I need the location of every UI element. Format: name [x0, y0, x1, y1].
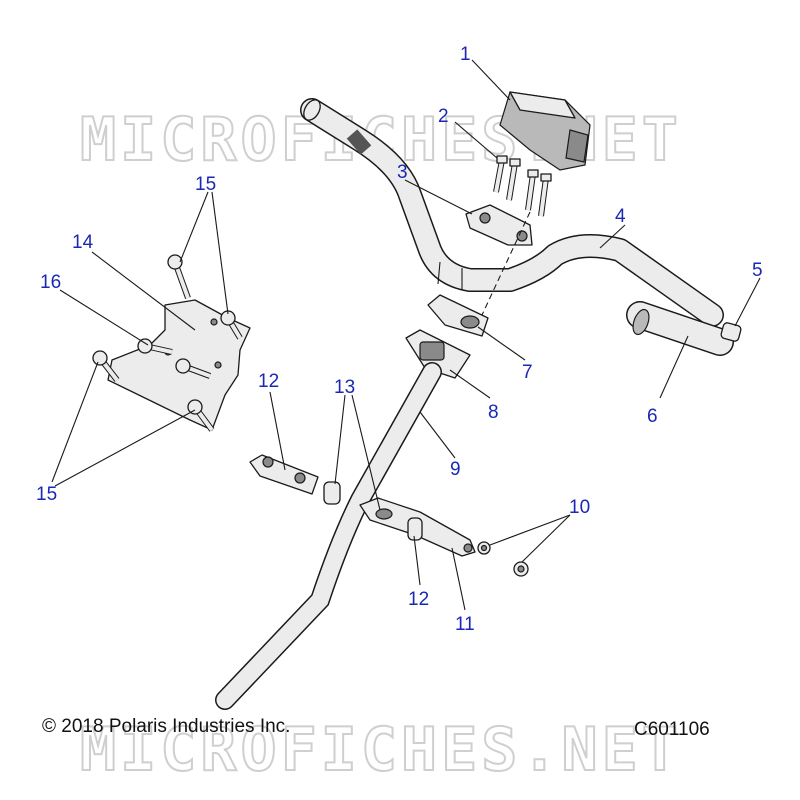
callout-10: 10: [569, 497, 590, 518]
callouts: 1 2 3 4 5 6 7 8 9 10 11 12 12 13 14 15 1…: [36, 44, 763, 635]
callout-2: 2: [438, 106, 449, 127]
riser: [427, 294, 489, 337]
callout-11: 11: [455, 614, 475, 635]
nuts: [477, 541, 529, 577]
callout-8: 8: [488, 402, 499, 423]
clamp-upper: [249, 454, 319, 495]
watermark-bottom: MICROFICHES.NET: [80, 715, 682, 785]
callout-5: 5: [752, 260, 763, 281]
clamp-cover: [499, 91, 591, 171]
spacer-lower: [407, 517, 423, 541]
clamp-block: [465, 204, 533, 246]
figure-id: C601106: [634, 719, 710, 740]
callout-15-upper: 15: [195, 174, 216, 195]
bushing: [323, 481, 341, 505]
callout-12-upper: 12: [258, 371, 279, 392]
bolts-upper: [493, 155, 552, 217]
copyright-notice: © 2018 Polaris Industries Inc.: [42, 716, 291, 737]
grip: [626, 301, 734, 356]
callout-4: 4: [615, 206, 626, 227]
steering-post: [215, 362, 442, 710]
callout-7: 7: [522, 362, 533, 383]
plate-bolts: [92, 254, 243, 432]
callout-13: 13: [334, 377, 355, 398]
mount-bracket: [405, 329, 471, 379]
callout-14: 14: [72, 232, 94, 253]
callout-9: 9: [450, 459, 461, 480]
callout-3: 3: [397, 162, 408, 183]
callout-12-lower: 12: [408, 589, 429, 610]
callout-6: 6: [647, 406, 658, 427]
callout-16: 16: [40, 272, 61, 293]
leader-lines: [51, 59, 761, 611]
end-cap: [720, 322, 742, 342]
callout-1: 1: [460, 44, 471, 65]
handlebar: [300, 98, 724, 327]
callout-15-lower: 15: [36, 484, 57, 505]
